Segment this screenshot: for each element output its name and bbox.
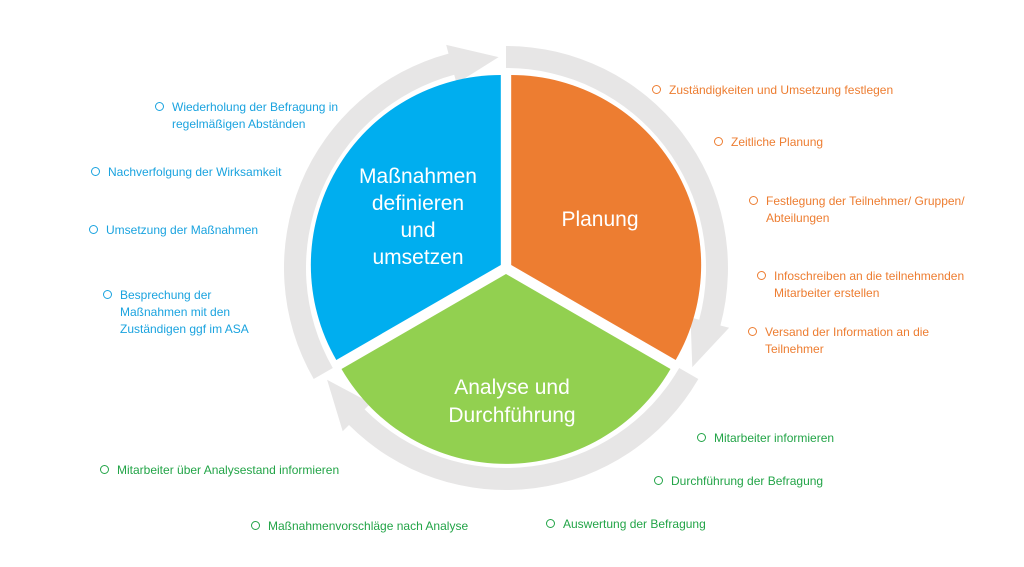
segment-label-line: umsetzen [372, 246, 463, 269]
segment-massnahmen [310, 75, 501, 360]
note-text: Umsetzung der Maßnahmen [106, 223, 259, 237]
bullet-icon [714, 137, 723, 146]
note-text: Wiederholung der Befragung in regelmäßig… [172, 100, 339, 131]
bullet-icon [100, 465, 109, 474]
bullet-icon [697, 433, 706, 442]
ring-arrow-analyse [327, 368, 699, 491]
note-text: Maßnahmenvorschläge nach Analyse [268, 519, 469, 533]
bullet-icon [748, 327, 757, 336]
note-orange-2: Zeitliche Planung [714, 134, 914, 151]
segment-label-line: und [400, 219, 435, 242]
segment-label-line: Analyse und [454, 376, 570, 399]
note-text: Besprechung der Maßnahmen mit den Zustän… [120, 288, 249, 336]
segment-label-line: Planung [561, 208, 638, 231]
note-text: Durchführung der Befragung [671, 474, 824, 488]
note-text: Infoschreiben an die teilnehmenden Mitar… [774, 269, 965, 300]
note-text: Nachverfolgung der Wirksamkeit [108, 165, 282, 179]
segment-label-line: Maßnahmen [359, 165, 477, 188]
bullet-icon [652, 85, 661, 94]
note-blue-1: Wiederholung der Befragung in regelmäßig… [155, 99, 385, 133]
outer-ring-arrows [283, 44, 730, 491]
note-orange-4: Infoschreiben an die teilnehmenden Mitar… [757, 268, 1007, 302]
note-text: Versand der Information an die Teilnehme… [765, 325, 930, 356]
segment-label-line: Durchführung [448, 404, 575, 427]
note-text: Auswertung der Befragung [563, 517, 706, 531]
segment-label-orange: Planung [561, 208, 638, 231]
note-orange-1: Zuständigkeiten und Umsetzung festlegen [652, 82, 952, 99]
note-green-5: Mitarbeiter über Analysestand informiere… [100, 462, 380, 479]
note-text: Zuständigkeiten und Umsetzung festlegen [669, 83, 894, 97]
note-blue-2: Nachverfolgung der Wirksamkeit [91, 164, 331, 181]
segment-label-blue: Maßnahmen definieren und umsetzen [359, 165, 477, 269]
bullet-icon [654, 476, 663, 485]
bullet-icon [757, 271, 766, 280]
bullet-icon [91, 167, 100, 176]
note-green-1: Mitarbeiter informieren [697, 430, 917, 447]
bullet-icon [546, 519, 555, 528]
segment-planung [511, 75, 702, 360]
bullet-icon [103, 290, 112, 299]
note-blue-4: Besprechung der Maßnahmen mit den Zustän… [103, 287, 283, 338]
note-green-2: Durchführung der Befragung [654, 473, 894, 490]
segment-analyse [341, 274, 671, 464]
note-green-4: Maßnahmenvorschläge nach Analyse [251, 518, 511, 535]
bullet-icon [155, 102, 164, 111]
ring-arrow-massnahmen [283, 44, 499, 380]
ring-arrow-planung [506, 46, 730, 368]
bullet-icon [749, 196, 758, 205]
bullet-icon [251, 521, 260, 530]
pie-segments [310, 75, 702, 464]
note-blue-3: Umsetzung der Maßnahmen [89, 222, 329, 239]
note-text: Festlegung der Teilnehmer/ Gruppen/ Abte… [766, 194, 965, 225]
note-orange-3: Festlegung der Teilnehmer/ Gruppen/ Abte… [749, 193, 1004, 227]
note-green-3: Auswertung der Befragung [546, 516, 786, 533]
bullet-icon [89, 225, 98, 234]
note-orange-5: Versand der Information an die Teilnehme… [748, 324, 988, 358]
segment-label-line: definieren [372, 192, 464, 215]
note-text: Mitarbeiter über Analysestand informiere… [117, 463, 340, 477]
note-text: Mitarbeiter informieren [714, 431, 835, 445]
note-text: Zeitliche Planung [731, 135, 824, 149]
